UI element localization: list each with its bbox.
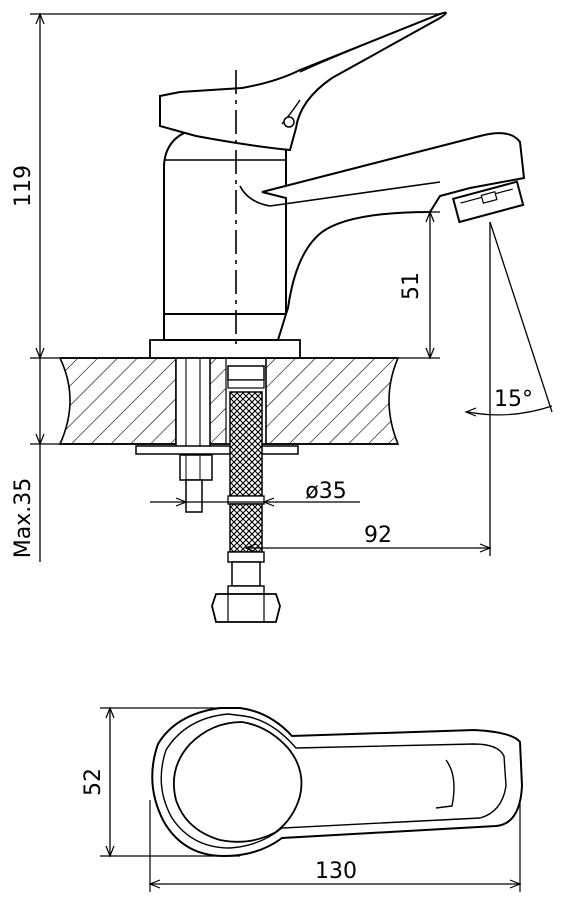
dimension-height-119: 119	[11, 12, 440, 360]
dimension-reach-92: 92	[244, 523, 492, 553]
spout	[261, 132, 526, 315]
handle-screw	[283, 116, 295, 128]
side-view: 119 51 15° Max.35	[11, 11, 553, 623]
label-hole-diameter: ø35	[305, 479, 346, 504]
dimension-width-52: 52	[81, 706, 240, 858]
label-max-thickness: Max.35	[11, 478, 36, 558]
label-spout-height-51: 51	[399, 272, 424, 300]
dimension-angle-15: 15°	[464, 221, 553, 556]
top-view-handle	[172, 721, 303, 843]
label-angle-15: 15°	[494, 387, 533, 412]
dimension-max-thickness: Max.35	[11, 358, 60, 562]
mounting-stud	[175, 339, 213, 513]
label-reach-92: 92	[364, 523, 392, 548]
label-length-130: 130	[315, 859, 357, 884]
dimension-hole-diameter: ø35	[150, 479, 360, 507]
backing-plate	[135, 445, 299, 455]
faucet-body	[163, 124, 287, 341]
aerator	[451, 180, 525, 224]
lever-handle	[159, 11, 447, 152]
top-view: 52 130	[81, 706, 524, 892]
label-width-52: 52	[81, 768, 106, 796]
label-height-119: 119	[11, 165, 36, 207]
dimension-spout-height-51: 51	[398, 210, 440, 360]
hex-nut	[211, 593, 281, 623]
supply-hose	[211, 365, 281, 623]
base-flange	[149, 339, 301, 359]
dimension-length-130: 130	[148, 800, 522, 892]
